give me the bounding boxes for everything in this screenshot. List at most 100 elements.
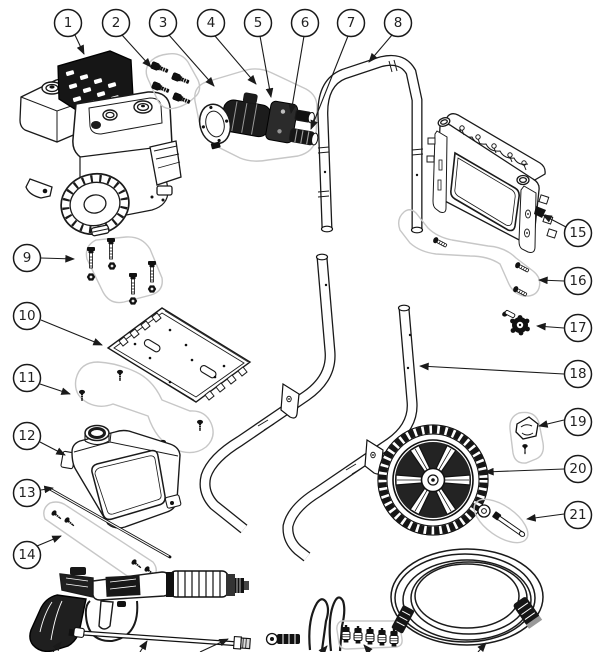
callout-number-9: 9: [23, 250, 32, 266]
callout-number-12: 12: [18, 428, 35, 444]
nozzle-tip: [365, 626, 375, 645]
hex-bolt: [170, 71, 191, 86]
hex-nut: [147, 285, 157, 293]
coupler-item-illustration: [265, 632, 300, 646]
callout-13: 13: [12, 478, 54, 508]
hose-fitting-right: [513, 597, 543, 629]
offscreen-leader-stubs: [52, 638, 487, 652]
callout-balloon-8: [383, 8, 413, 38]
leader-line-14: [36, 535, 62, 547]
bolt-set-outline: [145, 52, 201, 110]
callout-7: 7: [310, 8, 366, 130]
callout-number-15: 15: [569, 225, 586, 241]
panel-top-rail: [440, 113, 546, 182]
callout-5: 5: [243, 8, 274, 98]
callout-1: 1: [53, 8, 85, 55]
callout-balloon-21: [563, 500, 593, 530]
wand-coupler: [233, 635, 251, 650]
hex-bolt: [171, 91, 192, 106]
leader-line-21: [526, 513, 565, 522]
base-plate-illustration: [106, 307, 252, 403]
throttle-lever: [25, 178, 53, 199]
callout-balloon-5: [243, 8, 273, 38]
callout-number-20: 20: [569, 461, 586, 477]
handle-tube: [317, 54, 424, 234]
star-knob: [510, 315, 530, 336]
callout-12: 12: [12, 421, 66, 456]
callout-number-4: 4: [207, 15, 216, 31]
pump-assembly-illustration: [194, 68, 319, 162]
callout-2: 2: [101, 8, 152, 68]
nozzle-panel: [426, 113, 558, 253]
callout-balloon-14: [12, 540, 42, 570]
callout-balloon-7: [336, 8, 366, 38]
callout-number-8: 8: [394, 15, 403, 31]
callout-number-6: 6: [301, 15, 310, 31]
callout-number-14: 14: [18, 547, 35, 563]
leader-line-18: [419, 362, 565, 375]
callout-9: 9: [12, 243, 75, 273]
carriage-bolt: [147, 260, 157, 283]
nozzle-cleaning-tool: [308, 596, 346, 652]
callout-number-5: 5: [254, 15, 263, 31]
mount-bolt-set: [85, 236, 163, 305]
callout-balloon-11: [12, 363, 42, 393]
callout-number-18: 18: [569, 366, 586, 382]
callout-18: 18: [419, 359, 593, 389]
nozzle-tip: [341, 624, 351, 643]
callout-balloon-18: [563, 359, 593, 389]
leader-line-20: [484, 467, 565, 476]
leader-line-10: [40, 319, 103, 346]
leader-line-8: [368, 34, 393, 63]
leader-line-17: [536, 322, 565, 331]
leader-line-2: [121, 34, 152, 68]
handle-knob-illustration: [502, 309, 530, 336]
plate-screw-set: [74, 361, 214, 454]
callout-balloon-2: [101, 8, 131, 38]
callout-19: 19: [538, 407, 593, 437]
panel-screw-set: [397, 209, 541, 299]
recoil-starter: [60, 172, 130, 237]
gun-grip-sleeve: [166, 570, 249, 598]
washer: [477, 504, 491, 518]
callout-number-13: 13: [18, 485, 35, 501]
callout-balloon-20: [563, 454, 593, 484]
callout-20: 20: [484, 454, 593, 484]
callout-balloon-15: [563, 218, 593, 248]
callout-number-21: 21: [569, 507, 586, 523]
leader-line-5: [259, 35, 274, 98]
callout-3: 3: [148, 8, 215, 87]
panel-left-post: [432, 130, 448, 213]
carriage-bolt: [106, 237, 116, 260]
callouts: 1 2 3 4 5 6 7 8 9 10: [12, 8, 593, 570]
leader-line-4: [214, 35, 257, 85]
callout-number-19: 19: [569, 414, 586, 430]
plate-tabs: [118, 312, 248, 401]
pump-flange: [198, 103, 232, 150]
callout-number-17: 17: [569, 320, 586, 336]
nozzle-keyholes: [459, 125, 527, 171]
nozzle-tip: [377, 627, 387, 646]
nozzle-tip-set: [336, 620, 403, 650]
callout-balloon-1: [53, 8, 83, 38]
callout-15: 15: [542, 214, 593, 248]
hub-cap: [515, 416, 539, 440]
callout-balloon-17: [563, 313, 593, 343]
leader-line-9: [40, 254, 75, 263]
callout-21: 21: [526, 500, 593, 530]
panel-screw: [511, 284, 529, 299]
callout-balloon-10: [12, 301, 42, 331]
panel-right-post: [518, 185, 537, 253]
engine-muffler: [149, 140, 182, 186]
leader-line-1: [73, 32, 85, 55]
nozzle-tip: [353, 625, 363, 644]
leader-line-3: [168, 34, 215, 87]
carriage-bolt: [128, 272, 138, 295]
nozzle-tip: [389, 628, 399, 647]
leader-line-19: [538, 419, 565, 428]
gun-grip: [29, 594, 87, 652]
engine-bolt-set: [145, 52, 201, 110]
axle-bolt-set: [473, 498, 529, 544]
frame-legs: [199, 253, 418, 562]
